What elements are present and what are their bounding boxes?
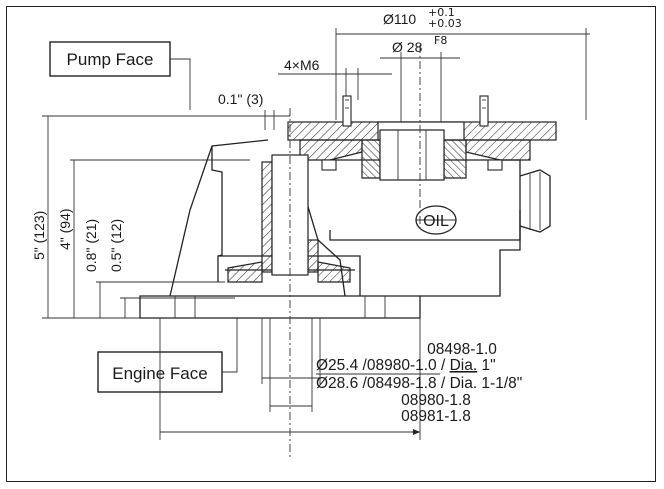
part-number-line2-dia: Dia. <box>450 357 478 374</box>
phi110-tol-lower: +0.03 <box>428 17 462 30</box>
part-numbers: 08498-1.0 Ø25.4 /08980-1.0 / Dia. 1" Ø28… <box>316 341 522 425</box>
phi110-dimension: Ø110 +0.1 +0.03 <box>335 6 590 120</box>
phi110-label: Ø110 <box>383 11 416 27</box>
engine-face-label-box: Engine Face <box>97 318 238 393</box>
bottom-dimensions <box>159 318 421 440</box>
part-number-line5: 08981-1.8 <box>401 408 471 425</box>
part-number-line4: 08980-1.8 <box>401 392 471 409</box>
pump-face-label-box: Pump Face <box>49 41 191 110</box>
part-number-line2-suffix: 1" <box>477 357 495 374</box>
pump-face-label: Pump Face <box>67 50 154 69</box>
drawing-frame <box>6 6 656 482</box>
gap-label: 0.1" (3) <box>218 91 263 107</box>
phi28-label: Ø 28 <box>392 39 423 55</box>
height-4-label: 4" (94) <box>57 208 73 250</box>
height-08-label: 0.8" (21) <box>83 219 99 272</box>
bolt-dimension: 4×M6 <box>278 57 392 100</box>
part-number-line2: Ø25.4 /08980-1.0 / Dia. 1" <box>316 357 496 374</box>
pump-flange <box>287 121 557 181</box>
height-05-label: 0.5" (12) <box>108 219 124 272</box>
phi28-fit: F8 <box>434 34 447 47</box>
phi28-dimension: Ø 28 F8 <box>380 34 460 130</box>
phi110-tol-upper: +0.1 <box>428 6 455 19</box>
height-total-label: 5" (123) <box>31 211 47 260</box>
height-dimensions: 5" (123) 4" (94) 0.8" (21) 0.5" (12) <box>31 115 290 319</box>
centre-lines <box>289 45 421 460</box>
part-number-line3: Ø28.6 /08498-1.8 / Dia. 1-1/8" <box>316 375 522 392</box>
oil-label: OIL <box>423 213 449 230</box>
bolts <box>321 95 503 171</box>
part-number-line1: 08498-1.0 <box>427 341 497 358</box>
part-number-line2-prefix: Ø25.4 /08980-1.0 / <box>316 357 450 374</box>
shaft-coupling <box>227 154 351 283</box>
gap-dimension: 0.1" (3) <box>218 91 275 130</box>
bolt-label: 4×M6 <box>284 57 320 73</box>
